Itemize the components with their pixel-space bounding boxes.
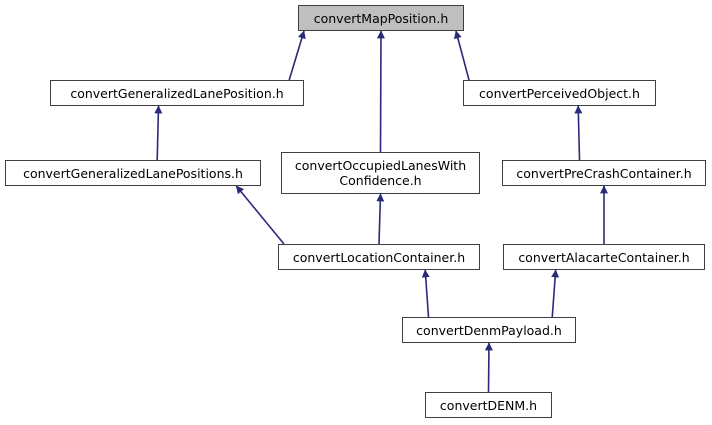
graph-node-location-container[interactable]: convertLocationContainer.h: [278, 244, 480, 270]
graph-node-perceived-object[interactable]: convertPerceivedObject.h: [463, 80, 656, 106]
graph-node-generalized-lane-positions[interactable]: convertGeneralizedLanePositions.h: [5, 160, 261, 186]
graph-node-generalized-lane-position[interactable]: convertGeneralizedLanePosition.h: [50, 80, 304, 106]
graph-node-pre-crash-container[interactable]: convertPreCrashContainer.h: [502, 160, 706, 186]
graph-node-label: convertMapPosition.h: [313, 10, 449, 26]
graph-edge-generalized-lane-positions-to-generalized-lane-position: [154, 105, 163, 161]
graph-node-label: convertGeneralizedLanePosition.h: [70, 85, 284, 101]
graph-edge-occupied-lanes-with-confidence-to-map-position: [376, 30, 385, 153]
graph-node-label: convertPerceivedObject.h: [479, 85, 640, 101]
graph-edge-denm-payload-to-location-container: [421, 269, 430, 318]
graph-node-label: convertDENM.h: [439, 397, 538, 413]
graph-edge-perceived-object-to-map-position: [453, 30, 470, 81]
graph-node-label: convertDenmPayload.h: [416, 322, 562, 338]
graph-node-label: convertPreCrashContainer.h: [516, 165, 692, 181]
graph-edge-pre-crash-container-to-perceived-object: [574, 105, 583, 161]
graph-edge-location-container-to-occupied-lanes-with-confidence: [376, 193, 385, 245]
graph-edge-location-container-to-generalized-lane-positions: [235, 185, 285, 245]
graph-node-label: convertAlacarteContainer.h: [518, 249, 690, 265]
graph-node-denm[interactable]: convertDENM.h: [425, 392, 552, 418]
graph-node-label: convertLocationContainer.h: [292, 249, 466, 265]
graph-node-map-position[interactable]: convertMapPosition.h: [298, 5, 464, 31]
graph-node-label: convertGeneralizedLanePositions.h: [23, 165, 243, 181]
graph-edge-generalized-lane-position-to-map-position: [288, 30, 306, 81]
graph-node-label: convertOccupiedLanesWith Confidence.h: [294, 158, 467, 188]
graph-node-occupied-lanes-with-confidence[interactable]: convertOccupiedLanesWith Confidence.h: [281, 152, 480, 194]
graph-edge-denm-to-denm-payload: [484, 342, 493, 393]
graph-node-alacarte-container[interactable]: convertAlacarteContainer.h: [503, 244, 705, 270]
graph-edge-denm-payload-to-alacarte-container: [551, 269, 560, 318]
graph-node-denm-payload[interactable]: convertDenmPayload.h: [402, 317, 576, 343]
